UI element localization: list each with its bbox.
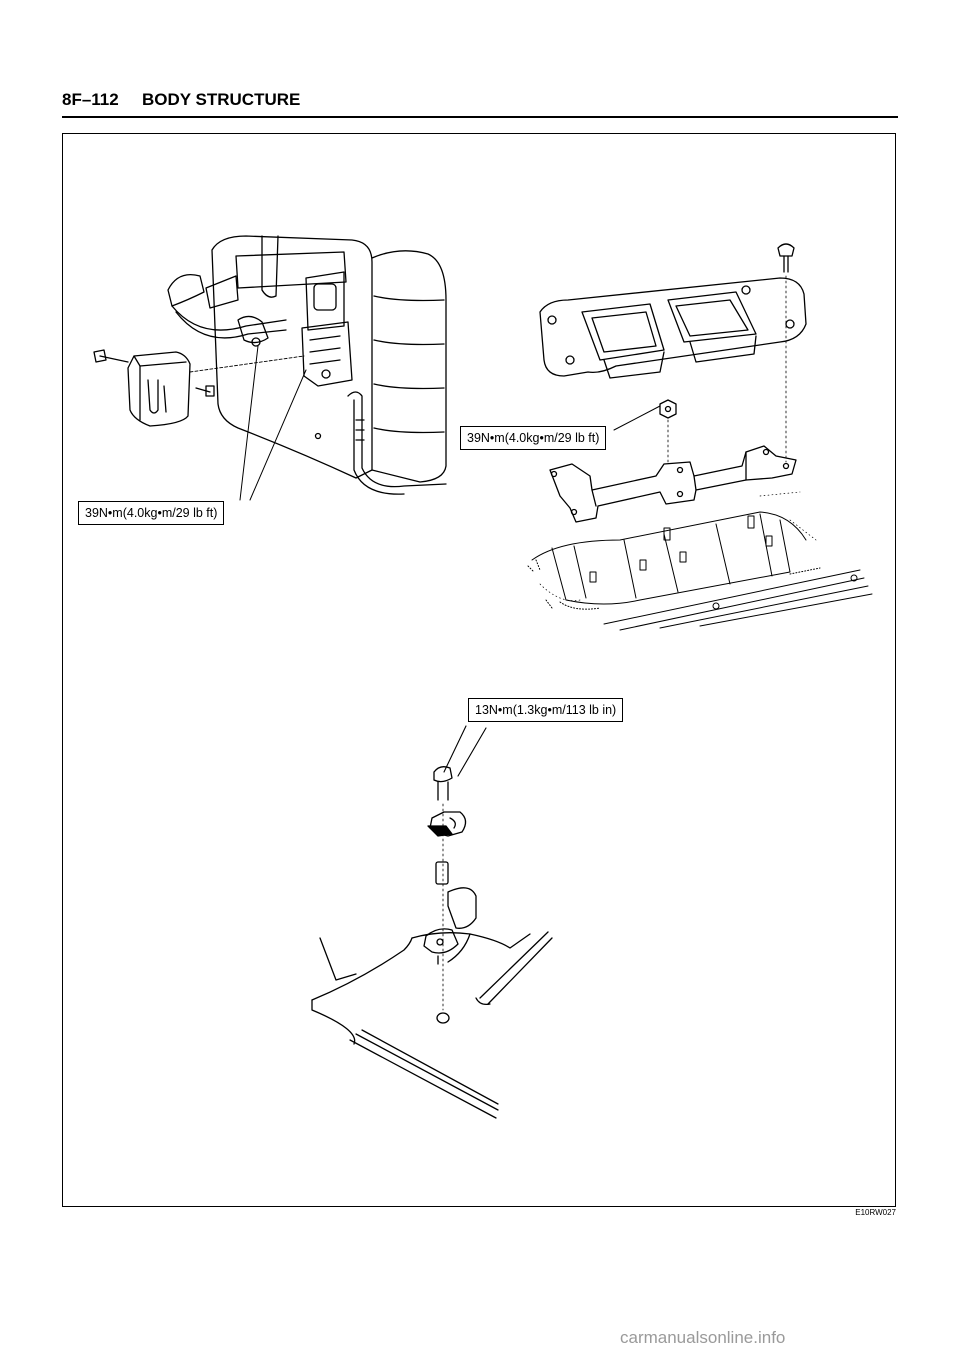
tray-bolt <box>777 243 795 463</box>
latch-cover <box>93 337 305 427</box>
striker-torque-callout: 13N•m(1.3kg•m/113 lb in) <box>468 698 624 722</box>
section-number: 8F–112 <box>62 90 119 109</box>
striker-assembly <box>311 725 553 1119</box>
floor-pan <box>527 511 873 631</box>
watermark: carmanualsonline.info <box>620 1328 786 1347</box>
section-title: BODY STRUCTURE <box>142 90 301 109</box>
hatching <box>539 491 817 601</box>
header-rule <box>62 116 898 118</box>
seat-back-assembly <box>167 235 447 495</box>
floor-cross-bracket <box>549 445 797 523</box>
page-header: 8F–112 BODY STRUCTURE <box>62 88 898 118</box>
seat-latch-torque-callout: 39N•m(4.0kg•m/29 lb ft) <box>78 501 225 525</box>
figure-code: E10RW027 <box>855 1208 896 1217</box>
floor-bracket-torque-callout: 39N•m(4.0kg•m/29 lb ft) <box>460 426 607 450</box>
floor-storage-tray <box>539 277 807 379</box>
figure-frame <box>62 133 896 1207</box>
bracket-nut <box>659 399 677 463</box>
